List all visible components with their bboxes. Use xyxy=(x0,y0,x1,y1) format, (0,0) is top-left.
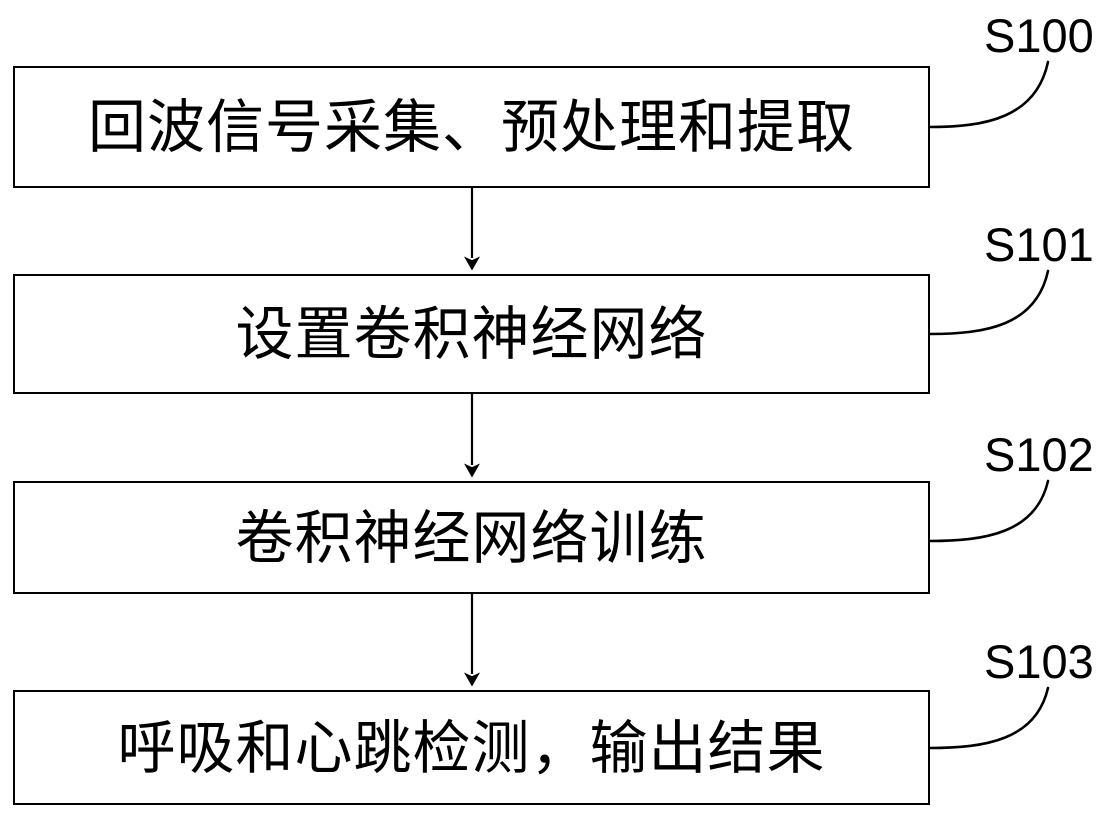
step-tag-s102: S102 xyxy=(984,428,1094,481)
process-box-s101[interactable]: 设置卷积神经网络 xyxy=(13,274,930,394)
leader-line-s103 xyxy=(928,686,1050,750)
step-tag-s101: S101 xyxy=(984,218,1094,271)
leader-line-s102 xyxy=(928,479,1050,543)
process-box-s102[interactable]: 卷积神经网络训练 xyxy=(13,481,930,594)
process-box-s101-label: 设置卷积神经网络 xyxy=(235,300,708,368)
process-box-s100[interactable]: 回波信号采集、预处理和提取 xyxy=(13,66,930,188)
step-tag-s103: S103 xyxy=(984,635,1094,688)
process-box-s102-label: 卷积神经网络训练 xyxy=(235,503,708,572)
process-box-s100-label: 回波信号采集、预处理和提取 xyxy=(87,93,855,161)
process-box-s103-label: 呼吸和心跳检测，输出结果 xyxy=(117,713,826,782)
step-tag-s100: S100 xyxy=(984,9,1094,62)
process-box-s103[interactable]: 呼吸和心跳检测，输出结果 xyxy=(13,690,930,805)
leader-line-s101 xyxy=(928,269,1050,336)
leader-line-s100 xyxy=(928,60,1050,129)
